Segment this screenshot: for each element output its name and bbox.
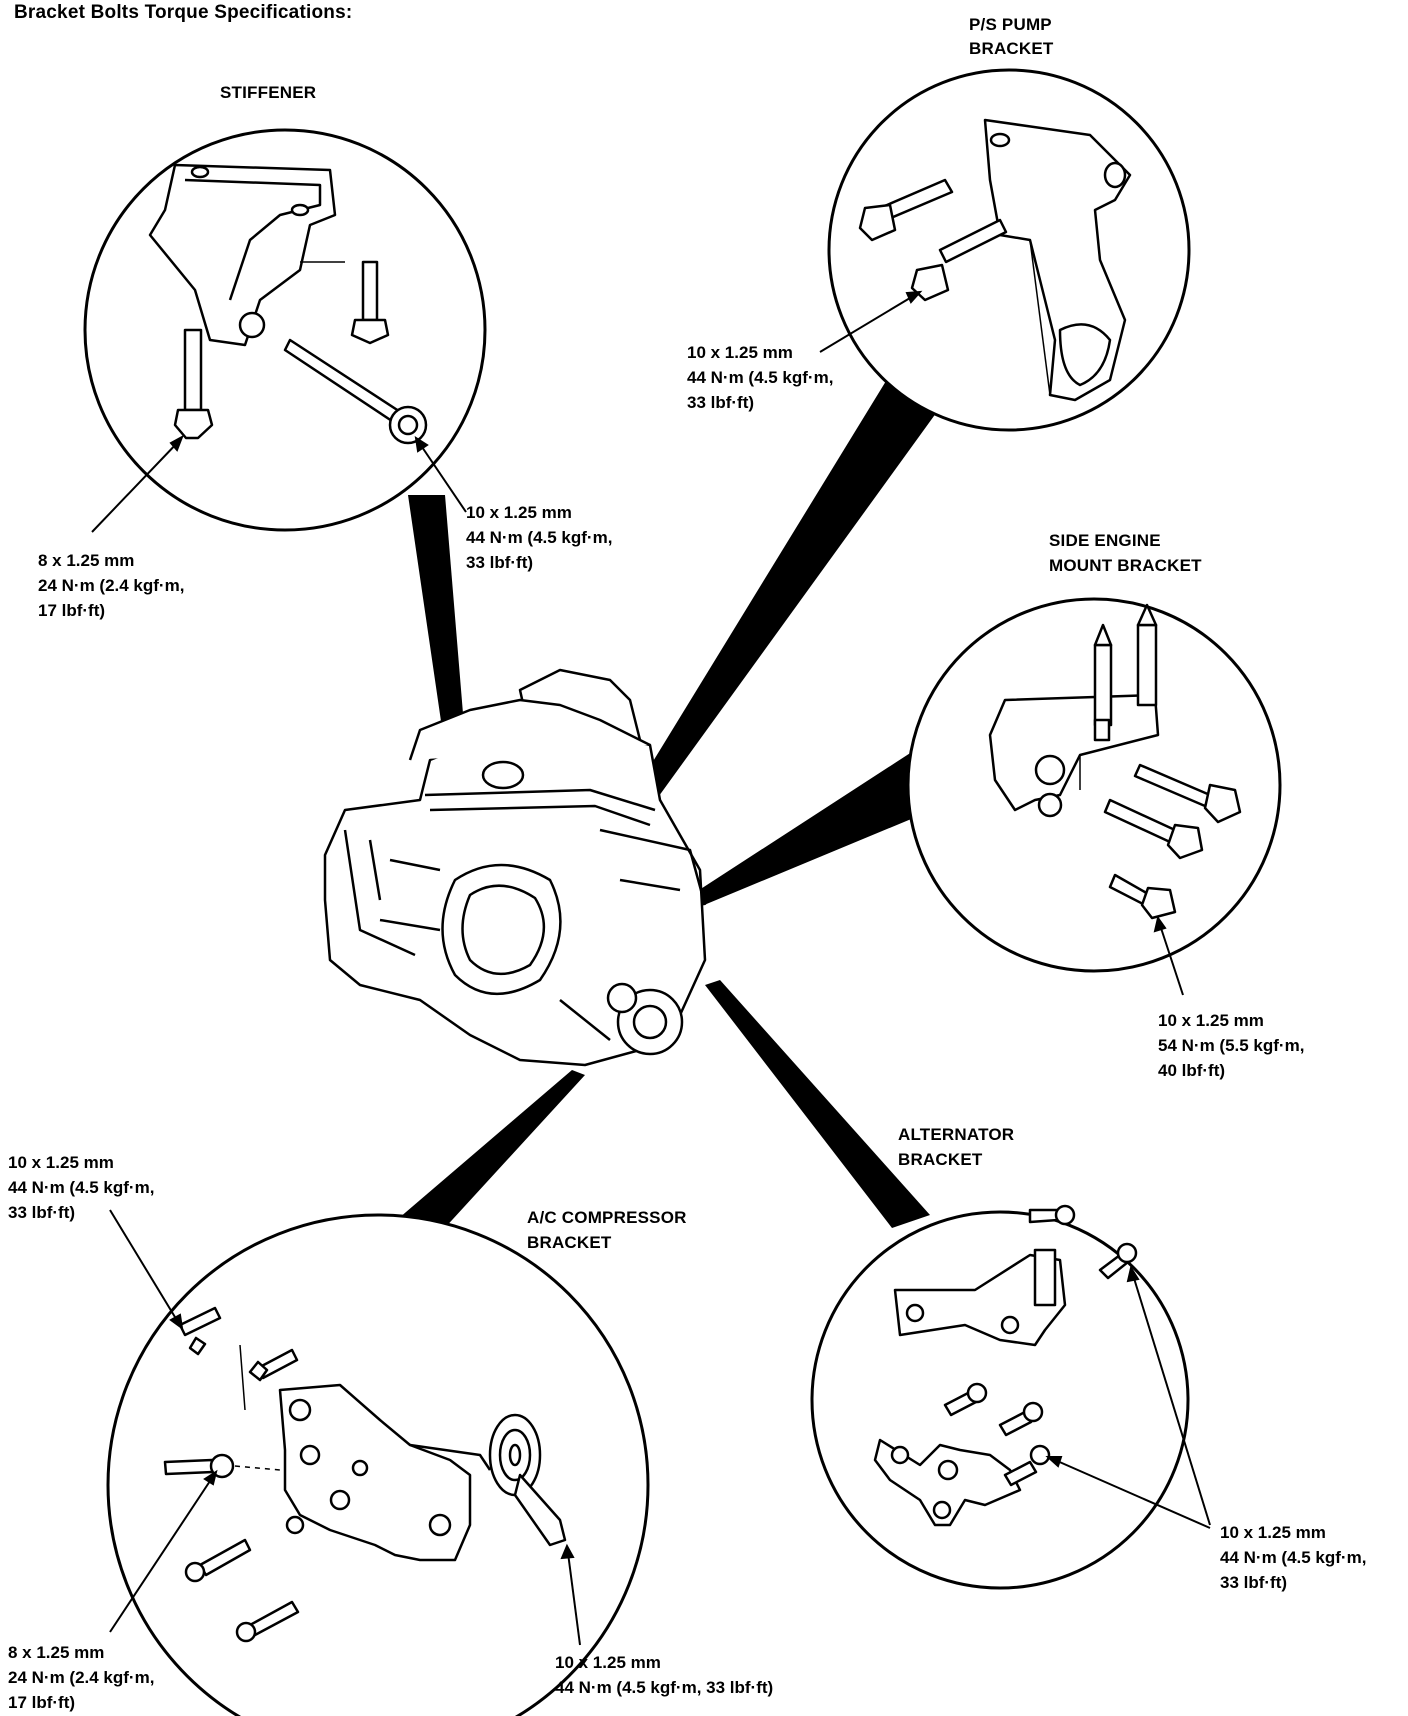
page-title: Bracket Bolts Torque Specifications: — [14, 2, 353, 23]
spec-torque-imperial: 33 lbf·ft) — [8, 1203, 76, 1222]
spec-torque: 54 N·m (5.5 kgf·m, — [1158, 1036, 1305, 1055]
spec-torque-imperial: 17 lbf·ft) — [8, 1693, 76, 1712]
spec-torque: 44 N·m (4.5 kgf·m, — [466, 528, 613, 547]
alternator-parts — [873, 1204, 1138, 1527]
wedge-ac — [385, 1070, 585, 1255]
spec-size: 10 x 1.25 mm — [687, 343, 793, 362]
label-stiffener: STIFFENER — [220, 83, 317, 102]
spec-torque-imperial: 40 lbf·ft) — [1158, 1061, 1226, 1080]
wedge-side-mount — [676, 748, 928, 915]
label-ps-pump-line1: P/S PUMP — [969, 15, 1052, 34]
side-mount-parts — [988, 603, 1242, 920]
spec-size: 8 x 1.25 mm — [8, 1643, 105, 1662]
ac-compressor-leaders — [109, 1209, 581, 1646]
spec-torque: 44 N·m (4.5 kgf·m, — [1220, 1548, 1367, 1567]
spec-side-mount: 10 x 1.25 mm 54 N·m (5.5 kgf·m, 40 lbf·f… — [1158, 1008, 1304, 1083]
spec-torque-imperial: 33 lbf·ft) — [466, 553, 534, 572]
spec-torque-imperial: 33 lbf·ft) — [687, 393, 755, 412]
spec-size: 8 x 1.25 mm — [38, 551, 135, 570]
stiffener-parts — [148, 163, 428, 445]
ps-pump-parts — [858, 118, 1132, 402]
spec-size: 10 x 1.25 mm — [8, 1153, 114, 1172]
ac-compressor-parts — [163, 1306, 567, 1643]
spec-torque: 24 N·m (2.4 kgf·m, — [8, 1668, 155, 1687]
label-side-mount-line1: SIDE ENGINE — [1049, 531, 1161, 550]
spec-size: 10 x 1.25 mm — [1158, 1011, 1264, 1030]
ps-pump-leader — [819, 290, 923, 353]
label-alternator-line2: BRACKET — [898, 1150, 983, 1169]
spec-torque-imperial: 17 lbf·ft) — [38, 601, 106, 620]
label-side-mount-line2: MOUNT BRACKET — [1049, 556, 1202, 575]
stiffener-leaders — [91, 434, 467, 533]
wedge-ps-pump — [565, 350, 960, 912]
spec-torque: 44 N·m (4.5 kgf·m, 33 lbf·ft) — [555, 1678, 774, 1697]
spec-alternator: 10 x 1.25 mm 44 N·m (4.5 kgf·m, 33 lbf·f… — [1220, 1520, 1366, 1595]
spec-stiffener-8mm: 8 x 1.25 mm 24 N·m (2.4 kgf·m, 17 lbf·ft… — [38, 548, 184, 623]
spec-ac-bottom-right: 10 x 1.25 mm 44 N·m (4.5 kgf·m, 33 lbf·f… — [555, 1650, 773, 1700]
side-mount-leader — [1153, 915, 1184, 996]
label-alternator-line1: ALTERNATOR — [898, 1125, 1015, 1144]
spec-torque-imperial: 33 lbf·ft) — [1220, 1573, 1288, 1592]
connector-wedges — [385, 350, 960, 1255]
spec-size: 10 x 1.25 mm — [555, 1653, 661, 1672]
spec-size: 10 x 1.25 mm — [1220, 1523, 1326, 1542]
engine-illustration — [323, 668, 707, 1067]
spec-torque: 44 N·m (4.5 kgf·m, — [687, 368, 834, 387]
label-ac-compressor-line1: A/C COMPRESSOR — [527, 1208, 687, 1227]
label-ps-pump-line2: BRACKET — [969, 39, 1054, 58]
wedge-alternator — [705, 980, 930, 1228]
spec-ac-bottom-left: 8 x 1.25 mm 24 N·m (2.4 kgf·m, 17 lbf·ft… — [8, 1640, 154, 1715]
label-ac-compressor-line2: BRACKET — [527, 1233, 612, 1252]
spec-ps-pump: 10 x 1.25 mm 44 N·m (4.5 kgf·m, 33 lbf·f… — [687, 340, 833, 415]
spec-stiffener-10mm: 10 x 1.25 mm 44 N·m (4.5 kgf·m, 33 lbf·f… — [466, 500, 612, 575]
alternator-leaders — [1045, 1265, 1211, 1529]
spec-size: 10 x 1.25 mm — [466, 503, 572, 522]
spec-torque: 24 N·m (2.4 kgf·m, — [38, 576, 185, 595]
spec-ac-top: 10 x 1.25 mm 44 N·m (4.5 kgf·m, 33 lbf·f… — [8, 1150, 154, 1225]
circle-side-mount — [906, 597, 1282, 973]
spec-torque: 44 N·m (4.5 kgf·m, — [8, 1178, 155, 1197]
